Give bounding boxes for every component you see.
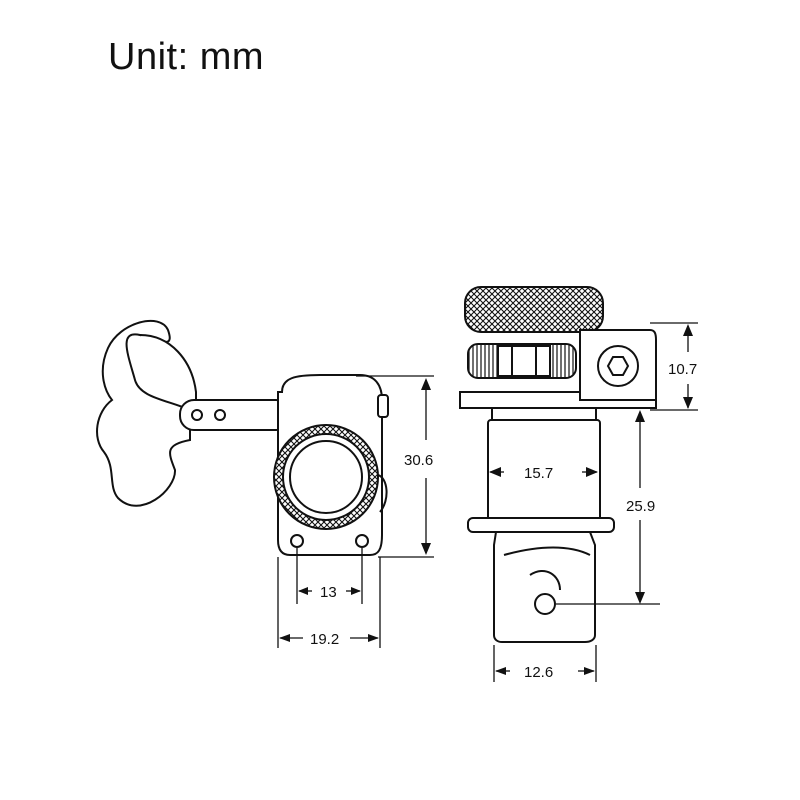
- side-view: 10.7 15.7 25.9 12.6: [459, 286, 698, 682]
- string-post: [493, 531, 596, 643]
- unit-title: Unit: mm: [108, 36, 264, 78]
- hex-screw: [597, 345, 639, 387]
- flange: [467, 517, 615, 533]
- string-hole: [534, 593, 556, 615]
- tuner-key: [96, 320, 191, 507]
- dim-base-width: 19.2: [310, 631, 339, 648]
- dim-hole-spacing: 13: [320, 584, 337, 601]
- dim-top-height: 10.7: [668, 361, 697, 378]
- knurled-knob: [464, 286, 604, 333]
- dim-post-width: 15.7: [524, 465, 553, 482]
- dim-bottom-width: 12.6: [524, 664, 553, 681]
- dim-height-front: 30.6: [404, 452, 433, 469]
- screw-hole-right: [355, 534, 369, 548]
- screw-hole-left: [290, 534, 304, 548]
- dim-post-height: 25.9: [626, 498, 655, 515]
- front-view: 30.6 13 19.2: [96, 320, 434, 648]
